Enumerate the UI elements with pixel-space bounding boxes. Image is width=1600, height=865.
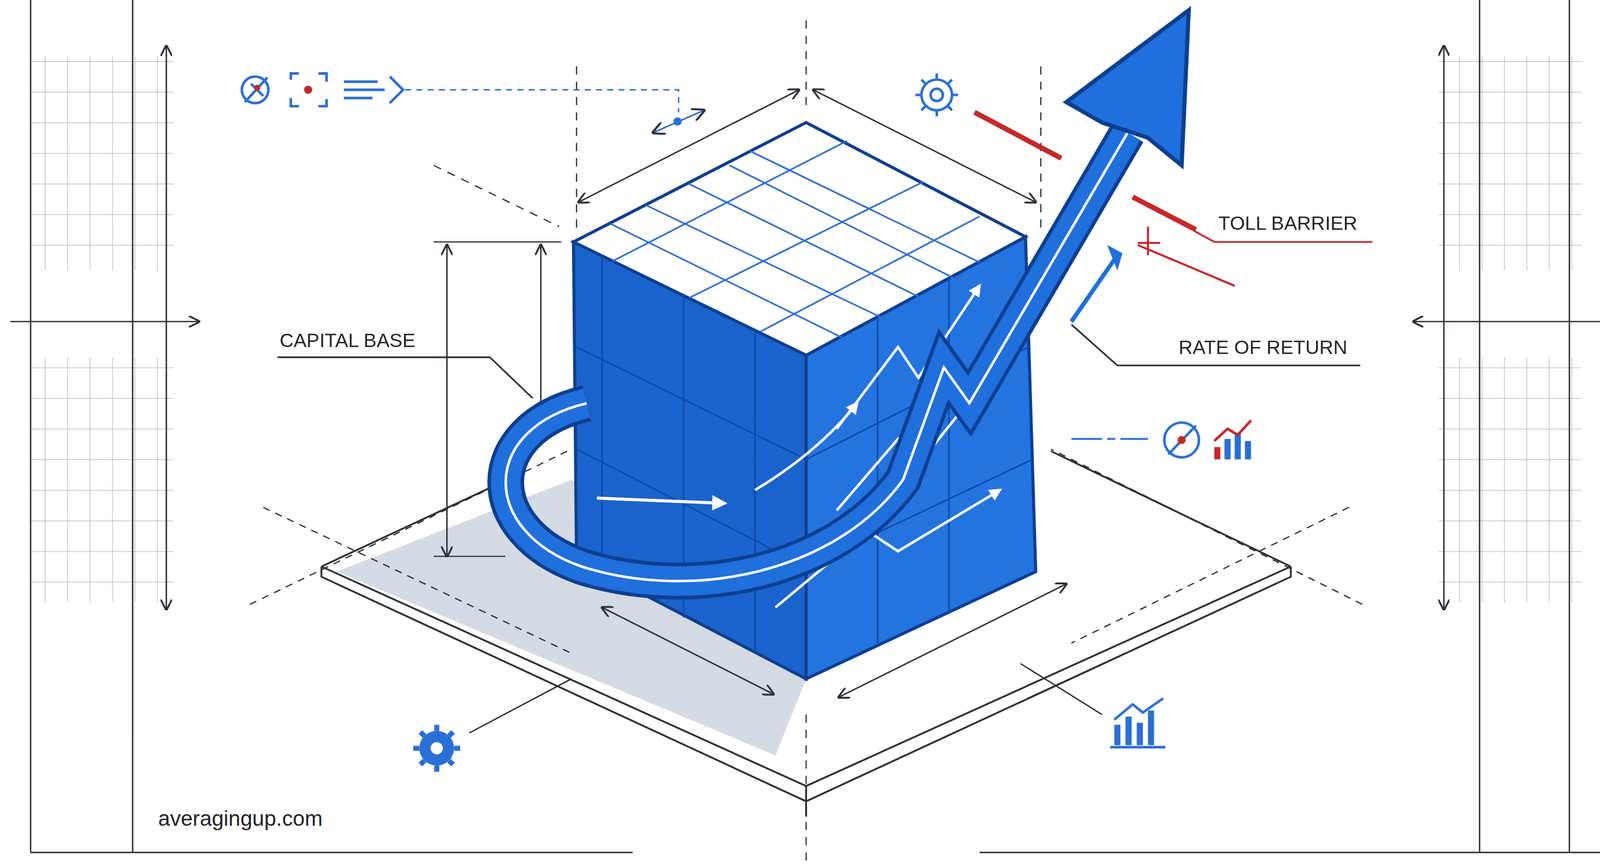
drawing-stroke <box>1438 357 1583 603</box>
drawing-stroke <box>290 73 327 107</box>
drawing-stroke <box>596 498 725 504</box>
drawing-stroke <box>446 244 448 556</box>
drawing-stroke <box>1066 10 1189 166</box>
drawing-stroke <box>1071 438 1149 440</box>
drawing-stroke <box>344 76 404 104</box>
drawing-stroke <box>1224 438 1231 459</box>
drawing-stroke <box>253 84 261 92</box>
drawing-stroke <box>930 88 943 102</box>
drawing-stroke <box>610 140 980 340</box>
drawing-stroke <box>1164 422 1199 458</box>
drawing-stroke <box>1137 226 1235 286</box>
drawing-stroke <box>30 0 1600 852</box>
drawing-stroke <box>30 357 174 603</box>
callout-label: RATE OF RETURN <box>1176 337 1349 360</box>
drawing-stroke <box>419 730 455 766</box>
drawing-stroke <box>430 741 443 754</box>
drawing-stroke <box>505 132 1128 582</box>
drawing-stroke <box>540 244 542 409</box>
drawing-stroke <box>1071 255 1118 322</box>
drawing-stroke <box>1214 420 1252 441</box>
drawing-stroke <box>1412 320 1600 323</box>
drawing-stroke <box>165 46 167 610</box>
drawing-stroke <box>1177 435 1186 444</box>
drawing-stroke <box>754 402 858 490</box>
icons <box>241 73 1251 772</box>
drawing-stroke <box>1109 697 1165 747</box>
drawing-stroke <box>1438 55 1583 271</box>
drawing-stroke <box>1107 244 1123 271</box>
watermark: averagingup.com <box>155 806 325 831</box>
drawing-stroke <box>469 663 1102 733</box>
drawing-stroke <box>1245 440 1252 460</box>
drawing-stroke <box>277 357 533 399</box>
drawing-stroke <box>1136 722 1143 746</box>
drawing-stroke <box>1125 716 1132 746</box>
drawing-stroke <box>921 79 952 111</box>
platform <box>249 20 1363 865</box>
callout-label: TOLL BARRIER <box>1216 212 1360 235</box>
drawing-stroke <box>244 77 268 102</box>
drawing-stroke <box>1148 709 1155 745</box>
drawing-stroke <box>1214 446 1221 459</box>
drawing-stroke <box>10 320 200 323</box>
drawing-stroke <box>1168 425 1196 455</box>
drawing-stroke <box>413 724 461 772</box>
side-grids <box>10 0 1600 852</box>
drawing-stroke <box>974 111 1061 159</box>
drawing-stroke <box>304 86 313 95</box>
drawing-stroke <box>405 90 679 113</box>
drawing-stroke <box>1071 255 1118 322</box>
drawing-stroke <box>1234 433 1241 459</box>
drawing-stroke <box>30 55 174 271</box>
leader-lines <box>277 90 1361 734</box>
toll-barrier <box>974 111 1373 286</box>
drawing-stroke <box>915 73 959 117</box>
drawing-stroke <box>652 110 704 133</box>
drawing-stroke <box>1443 46 1445 610</box>
drawing-stroke <box>505 132 1128 582</box>
drawing-stroke <box>673 117 682 126</box>
return-arrow <box>505 10 1189 582</box>
drawing-stroke <box>1114 724 1121 745</box>
callout-label: CAPITAL BASE <box>277 330 418 353</box>
drawing-stroke <box>1132 196 1196 230</box>
drawing-stroke <box>1071 324 1360 366</box>
drawing-stroke <box>241 76 269 104</box>
drawing-stroke <box>505 132 1128 582</box>
